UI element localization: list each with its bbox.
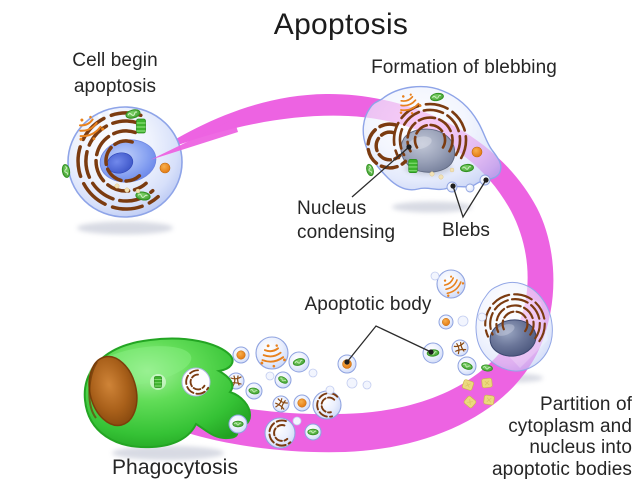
apoptotic-body: [304, 423, 322, 441]
phagocyte-nucleus: [88, 355, 138, 427]
apoptotic-body: [438, 314, 454, 330]
vesicle-icon: [159, 162, 171, 174]
phagocyte-cell: [83, 337, 252, 449]
organelle-stack-icon: [154, 376, 162, 388]
healthy-cell: [60, 106, 183, 220]
organelle-stack-icon: [136, 118, 146, 134]
label-phagocytosis: Phagocytosis: [111, 456, 239, 479]
leader-nucleus-condensing: [351, 146, 410, 198]
label-formation-of-blebbing: Formation of blebbing: [371, 57, 557, 78]
arrow-tip: [150, 119, 238, 160]
fragmenting-cell: [463, 282, 553, 373]
vesicle-icon: [471, 146, 483, 158]
leader-lines: [346, 146, 487, 363]
label-partition: Partition of cytoplasm and nucleus into …: [492, 394, 632, 480]
apoptotic-body: [293, 394, 311, 412]
leader-blebs: [452, 179, 487, 219]
label-apoptotic-body: Apoptotic body: [304, 294, 432, 315]
label-cell-begin-apoptosis: Cell begin apoptosis: [72, 50, 158, 97]
page-title: Apoptosis: [273, 8, 409, 41]
engulfed-body: [180, 367, 211, 400]
organelle-stack-icon: [408, 158, 418, 174]
apoptotic-body: [274, 371, 292, 389]
label-nucleus-condensing: Nucleus condensing: [297, 198, 396, 243]
apoptotic-body: [457, 356, 477, 376]
apoptotic-body: [288, 351, 310, 373]
nucleolus: [106, 152, 134, 174]
apoptotic-body: [312, 389, 342, 420]
leader-apoptotic-body: [346, 325, 432, 363]
apoptotic-body: [255, 336, 289, 371]
apoptotic-body: [232, 346, 250, 364]
apoptotic-body: [245, 382, 263, 400]
mitochondrion-icon: [364, 163, 376, 177]
label-blebs: Blebs: [441, 220, 491, 241]
bleb: [465, 183, 475, 193]
blebbing-cell: [361, 85, 502, 193]
apoptotic-body: [264, 417, 296, 449]
condensed-nucleus: [489, 319, 537, 357]
apoptotic-bodies: [227, 269, 487, 449]
apoptotic-body: [272, 395, 290, 413]
apoptotic-body: [436, 269, 468, 302]
engulfed-body: [228, 414, 248, 434]
apoptotic-body: [451, 339, 469, 357]
